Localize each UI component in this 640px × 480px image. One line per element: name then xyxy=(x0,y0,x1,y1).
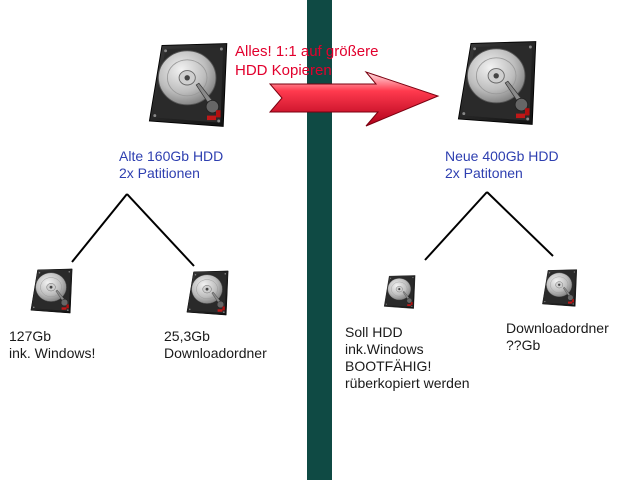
new-partition-1-line-2: ink.Windows xyxy=(345,341,424,357)
new-hdd-label: Neue 400Gb HDD 2x Patitonen xyxy=(445,148,559,182)
new-partition-2-label: Downloadordner ??Gb xyxy=(506,320,609,354)
old-partition-2-desc: Downloadordner xyxy=(164,345,267,361)
hard-drive-icon-old-partition-2 xyxy=(186,270,229,316)
old-hdd-label: Alte 160Gb HDD 2x Patitionen xyxy=(119,148,223,182)
old-partition-1-label: 127Gb ink. Windows! xyxy=(9,328,95,362)
copy-instruction-line-2: HDD Kopieren xyxy=(235,62,332,79)
center-divider xyxy=(307,0,332,480)
new-partition-1-label: Soll HDD ink.Windows BOOTFÄHIG! rüberkop… xyxy=(345,324,470,392)
old-partition-1-size: 127Gb xyxy=(9,328,52,344)
hard-drive-icon-new-partition-2 xyxy=(542,269,577,307)
copy-arrow xyxy=(268,70,440,127)
old-hdd-title: Alte 160Gb HDD xyxy=(119,148,224,164)
copy-instruction-text: Alles! 1:1 auf größere HDD Kopieren xyxy=(235,42,378,80)
old-partition-1-desc: ink. Windows! xyxy=(9,345,96,361)
new-partition-2-desc: Downloadordner xyxy=(506,320,609,336)
old-partition-2-label: 25,3Gb Downloadordner xyxy=(164,328,267,362)
new-partition-1-line-4: rüberkopiert werden xyxy=(345,375,470,391)
right-connector-2 xyxy=(486,191,554,257)
hard-drive-icon-old-partition-1 xyxy=(30,268,73,314)
new-partition-1-line-1: Soll HDD xyxy=(345,324,403,340)
new-hdd-partitions: 2x Patitonen xyxy=(445,165,523,181)
left-connector-2 xyxy=(126,193,195,267)
copy-instruction-line-1: Alles! 1:1 auf größere xyxy=(235,43,379,60)
left-connector-1 xyxy=(71,193,128,263)
hard-drive-icon-new-partition-1 xyxy=(383,275,416,309)
old-hdd-partitions: 2x Patitionen xyxy=(119,165,200,181)
new-partition-2-size: ??Gb xyxy=(506,337,541,353)
new-hdd-title: Neue 400Gb HDD xyxy=(445,148,559,164)
hard-drive-icon-old xyxy=(148,43,228,127)
hard-drive-icon-new xyxy=(457,41,537,125)
new-partition-1-line-3: BOOTFÄHIG! xyxy=(345,358,432,374)
old-partition-2-size: 25,3Gb xyxy=(164,328,210,344)
right-connector-1 xyxy=(424,191,488,261)
